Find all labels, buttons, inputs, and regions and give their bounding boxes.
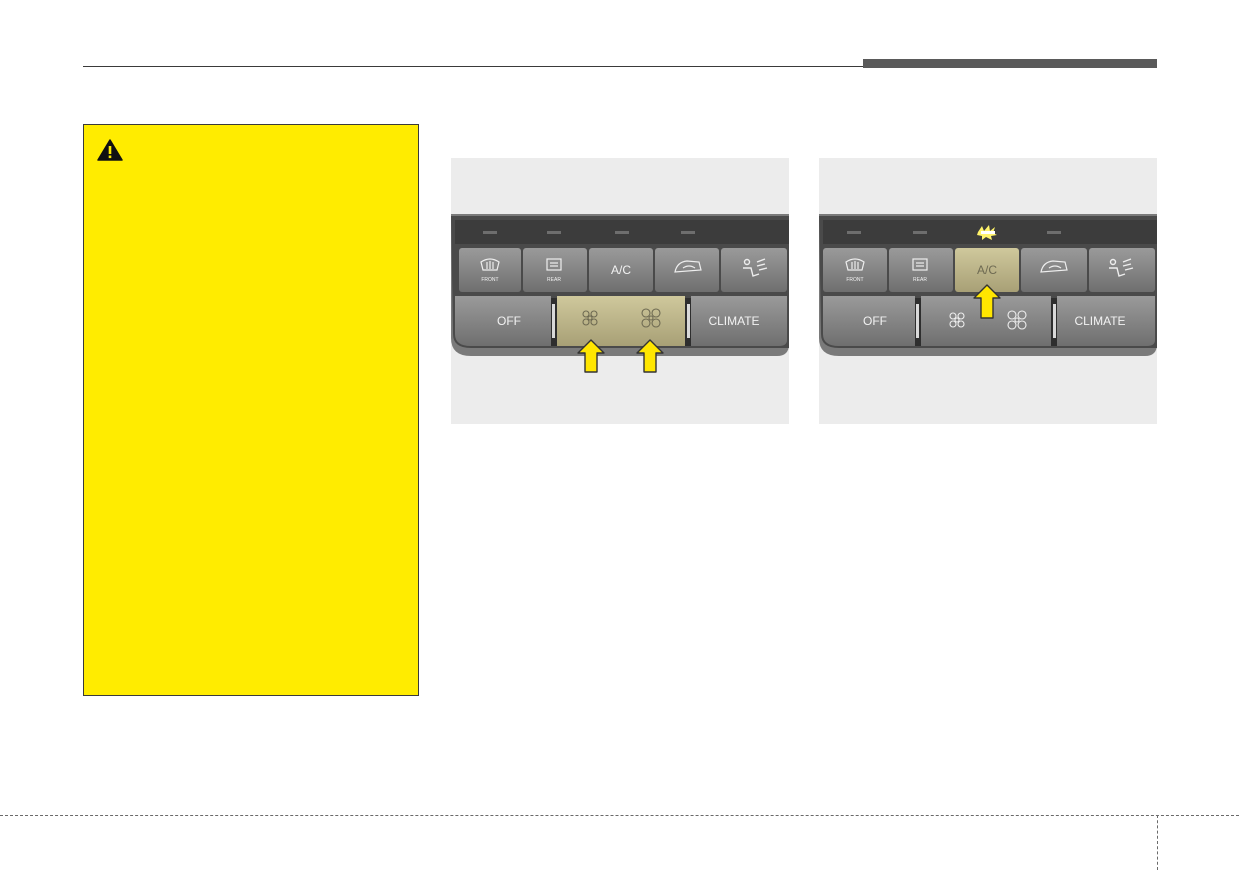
front-label: FRONT	[481, 277, 498, 283]
climate-label: CLIMATE	[1074, 314, 1125, 328]
warning-box	[83, 124, 419, 696]
ac-indicator-lit	[977, 225, 997, 240]
indicator-leds	[483, 231, 695, 234]
rear-defrost-button: REAR	[523, 248, 587, 292]
rear-label: REAR	[913, 277, 927, 283]
footer-rule	[0, 815, 1239, 816]
front-defrost-button: FRONT	[823, 248, 887, 292]
recirculation-icon	[674, 260, 702, 273]
fan-speed-button	[557, 296, 685, 346]
recirculation-icon	[1040, 260, 1068, 273]
front-label: FRONT	[846, 277, 863, 283]
arrow-up-icon	[636, 339, 664, 373]
climate-button: CLIMATE	[691, 296, 787, 346]
off-button: OFF	[455, 296, 551, 346]
front-defrost-button: FRONT	[459, 248, 521, 292]
header-bar	[863, 59, 1157, 68]
rear-defrost-icon	[546, 258, 562, 271]
rear-defrost-icon	[912, 258, 928, 271]
front-defrost-icon	[480, 258, 500, 271]
front-defrost-icon	[845, 258, 865, 271]
climate-button: CLIMATE	[1057, 296, 1155, 346]
rear-defrost-button: REAR	[889, 248, 953, 292]
air-direction-button	[721, 248, 787, 292]
fan-low-icon	[582, 310, 598, 326]
warning-icon	[97, 139, 123, 161]
air-direction-icon	[743, 258, 768, 277]
recirculation-button	[1021, 248, 1087, 292]
ac-button: A/C	[955, 248, 1019, 292]
ac-label: A/C	[977, 263, 997, 277]
air-direction-icon	[1109, 258, 1134, 277]
fan-high-icon	[641, 308, 661, 328]
fan-high-icon	[1007, 310, 1027, 330]
footer-tick	[1157, 815, 1158, 870]
climate-panel-ac-illustration: FRONT REAR A/C	[819, 158, 1157, 424]
off-label: OFF	[497, 314, 521, 328]
indicator-leds	[847, 225, 1061, 240]
climate-label: CLIMATE	[708, 314, 759, 328]
rear-label: REAR	[547, 277, 561, 283]
ac-button: A/C	[589, 248, 653, 292]
ac-label: A/C	[611, 263, 631, 277]
climate-panel-fan-illustration: FRONT REAR A/C	[451, 158, 789, 424]
arrow-up-icon	[577, 339, 605, 373]
off-button: OFF	[823, 296, 915, 346]
recirculation-button	[655, 248, 719, 292]
header-rule	[83, 66, 863, 67]
off-label: OFF	[863, 314, 887, 328]
arrow-up-icon	[973, 284, 1001, 319]
fan-low-icon	[949, 312, 965, 328]
air-direction-button	[1089, 248, 1155, 292]
